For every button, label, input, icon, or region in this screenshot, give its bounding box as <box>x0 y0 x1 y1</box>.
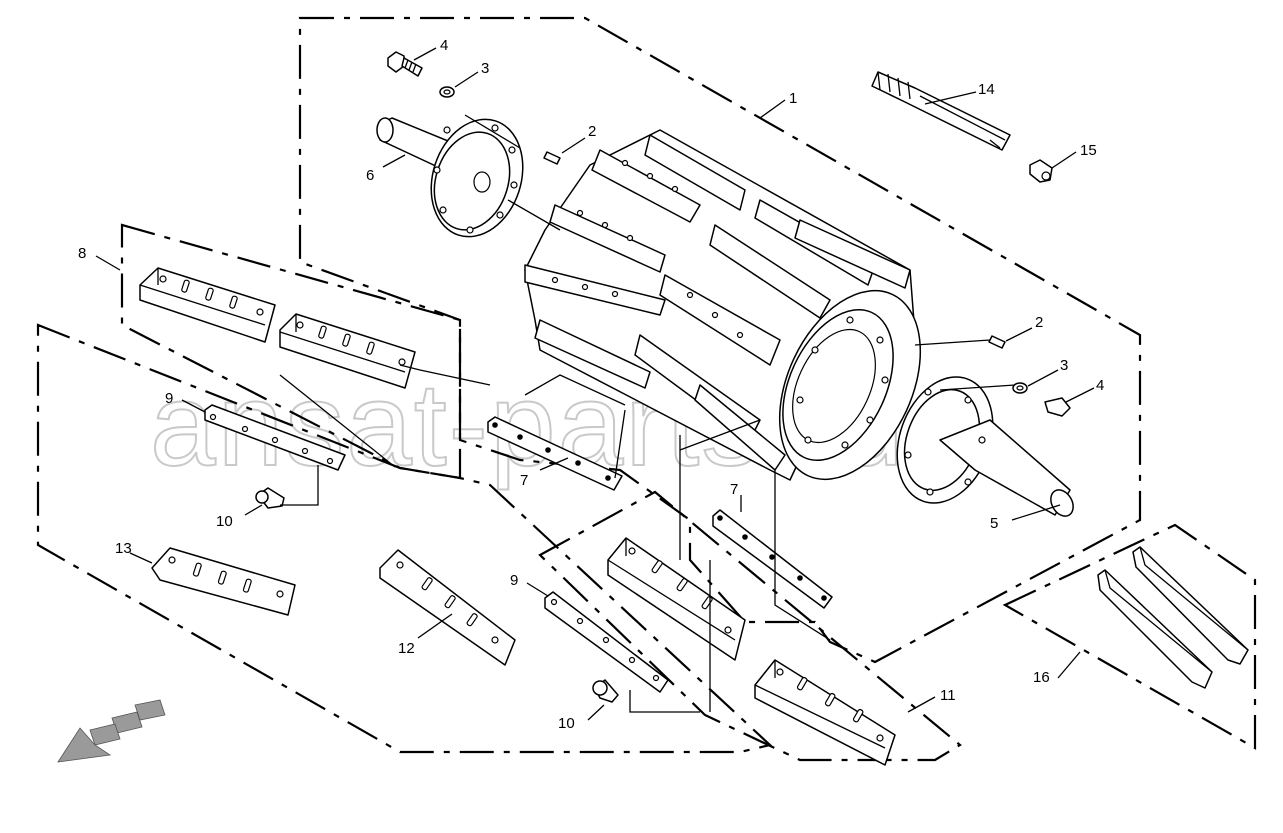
callout-9b: 9 <box>510 572 518 589</box>
part-10-bolt-upper <box>255 487 285 509</box>
callout-4a: 4 <box>440 37 448 54</box>
part-16-knife-b <box>1132 546 1249 665</box>
group-boundary-knives-16 <box>1002 523 1257 750</box>
callout-16: 16 <box>1033 669 1050 686</box>
callout-12: 12 <box>398 640 415 657</box>
callout-labels: 1 2 2 3 3 4 4 5 6 7 7 8 9 9 10 10 11 12 … <box>78 37 1104 732</box>
callout-14: 14 <box>978 81 995 98</box>
group-boundary-rotor <box>298 16 1142 664</box>
direction-arrow-icon <box>57 699 166 763</box>
callout-10a: 10 <box>216 513 233 530</box>
callout-7a: 7 <box>520 472 528 489</box>
part-10-bolt-lower <box>592 679 619 703</box>
part-7-strip-right <box>712 509 833 609</box>
part-7-strip-left <box>487 416 623 491</box>
leader-lines <box>95 47 1095 721</box>
part-1-rotor-drum <box>524 129 922 481</box>
callout-10b: 10 <box>558 715 575 732</box>
part-13-knife <box>151 547 296 616</box>
callout-6: 6 <box>366 167 374 184</box>
callout-9a: 9 <box>165 390 173 407</box>
group-boundary-knife-set-11 <box>538 490 962 762</box>
callout-2b: 2 <box>1035 314 1043 331</box>
part-6-shaft-flange <box>376 117 524 238</box>
part-3-washer-top <box>439 86 455 98</box>
callout-4b: 4 <box>1096 377 1104 394</box>
part-11-knife <box>754 659 896 766</box>
callout-8: 8 <box>78 245 86 262</box>
callout-5: 5 <box>990 515 998 532</box>
part-2-screw-top <box>543 151 561 165</box>
part-4-bolt-right <box>1044 397 1071 417</box>
part-3-washer-right <box>1012 382 1028 394</box>
part-9-strip-upper <box>204 404 346 471</box>
part-knife-mid <box>607 537 746 661</box>
callout-3b: 3 <box>1060 357 1068 374</box>
callout-13: 13 <box>115 540 132 557</box>
part-8-knife-right <box>279 313 416 389</box>
callout-7b: 7 <box>730 481 738 498</box>
part-2-screw-right <box>988 335 1006 349</box>
part-15-nut <box>1029 159 1053 183</box>
callout-15: 15 <box>1080 142 1097 159</box>
callout-2a: 2 <box>588 123 596 140</box>
callout-11: 11 <box>940 687 956 704</box>
part-5-shaft-flange <box>896 376 1074 517</box>
part-12-knife <box>379 549 516 666</box>
part-4-bolt-top <box>387 51 423 77</box>
part-16-knife-a <box>1097 569 1213 689</box>
callout-1: 1 <box>789 90 797 107</box>
part-8-knife-left <box>139 267 276 343</box>
callout-3a: 3 <box>481 60 489 77</box>
part-9-strip-lower <box>544 591 669 693</box>
part-14-tool <box>871 71 1011 151</box>
